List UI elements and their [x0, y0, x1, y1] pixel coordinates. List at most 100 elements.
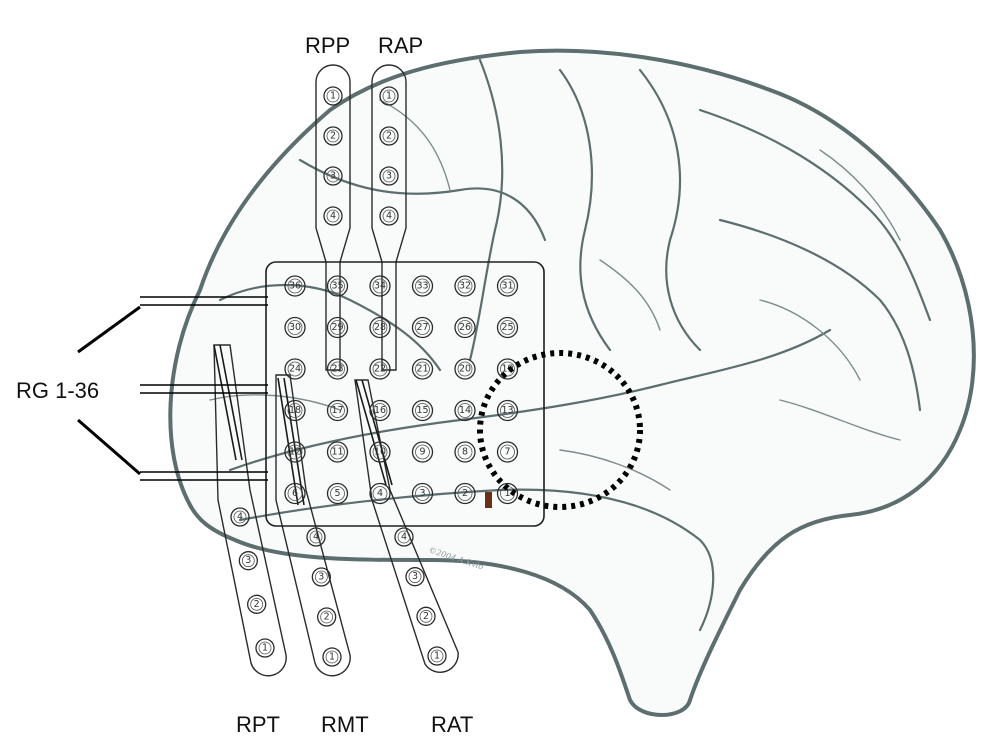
strip-rpt-contact: 4 — [230, 507, 250, 527]
grid-contact: 30 — [284, 316, 306, 339]
central-sulcus — [558, 68, 612, 352]
strip-rap-contact-number: 2 — [386, 131, 392, 142]
grid-contact: 24 — [284, 358, 306, 380]
grid-contact: 12 — [284, 441, 306, 463]
rat-lead-line-2 — [361, 379, 393, 486]
grid-contact-number: 24 — [289, 364, 301, 375]
occipital-sulcus — [218, 283, 442, 372]
frontal-sulcus-upper — [698, 108, 932, 322]
grid-contact-number: 18 — [289, 405, 301, 416]
grid-contact: 9 — [411, 441, 434, 463]
strip-rpt-contact: 3 — [238, 551, 258, 571]
grid-contact: 31 — [496, 275, 519, 297]
grid-contact: 28 — [369, 316, 391, 339]
strip-rpp-contact: 4 — [323, 206, 343, 226]
grid-contact-number: 6 — [292, 488, 298, 499]
grid-contact: 33 — [411, 275, 434, 297]
strip-rat-contact: 4 — [394, 527, 414, 547]
grid-contact: 7 — [496, 441, 519, 463]
grid-contact-number: 34 — [374, 281, 386, 292]
grid-contact-number: 7 — [504, 447, 510, 458]
grid-contact-number: 13 — [501, 405, 513, 416]
grid-contact-number: 16 — [374, 405, 386, 416]
grid-contact: 6 — [284, 482, 306, 505]
strip-rap-contact: 2 — [379, 126, 399, 146]
grid-contact: 4 — [369, 482, 391, 505]
grid-contact-number: 27 — [416, 322, 428, 333]
label-rmt: RMT — [321, 712, 369, 737]
grid-contact-number: 2 — [462, 488, 468, 499]
strip-rpt-contact-number: 2 — [254, 599, 260, 610]
strip-rpt-outline — [213, 344, 287, 677]
strip-rmt-outline — [275, 374, 351, 677]
grid-contact: 29 — [326, 316, 349, 339]
grid-contact: 17 — [326, 399, 349, 422]
grid-contact: 21 — [411, 358, 434, 380]
grid-contact-number: 25 — [501, 322, 513, 333]
grid-contact-number: 31 — [501, 281, 513, 292]
label-rap: RAP — [378, 33, 423, 58]
strip-rap-outline — [371, 64, 407, 371]
grid-contact-number: 10 — [374, 447, 386, 458]
label-rg-grid: RG 1-36 — [16, 378, 99, 403]
grid-lead-wires — [77, 296, 268, 481]
rat-lead-line-1 — [355, 379, 387, 486]
grid-contact-number: 14 — [459, 405, 471, 416]
strip-rpt-contact: 2 — [247, 594, 267, 614]
grid-contact-number: 4 — [377, 488, 383, 499]
postcentral-sulcus — [468, 58, 504, 362]
strip-rpp-contact: 2 — [323, 126, 343, 146]
label-rat: RAT — [431, 712, 473, 737]
strip-rmt-contact-number: 2 — [324, 612, 330, 623]
grid-contact-number: 30 — [289, 322, 301, 333]
strip-rmt-contact: 1 — [322, 647, 342, 667]
grid-contact: 13 — [496, 399, 519, 422]
grid-contact: 15 — [411, 399, 434, 422]
gyrus-detail-6 — [559, 449, 671, 491]
temporal-sulcus — [238, 488, 715, 632]
gyrus-detail-2 — [779, 399, 901, 441]
grid-orientation-marker — [485, 492, 492, 508]
strip-rmt-contact: 4 — [306, 527, 326, 547]
grid-contact: 34 — [369, 275, 391, 297]
strip-rat-contact: 3 — [405, 567, 425, 587]
grid-contact: 26 — [454, 316, 476, 339]
region-of-interest-circle — [477, 350, 643, 510]
grid-contact: 8 — [454, 441, 476, 463]
grid-contact: 32 — [454, 275, 476, 297]
grid-contact-number: 35 — [331, 281, 343, 292]
grid-contact-number: 3 — [419, 488, 425, 499]
gyrus-detail-3 — [599, 259, 661, 331]
grid-contact: 35 — [326, 275, 349, 297]
gyrus-detail-1 — [759, 299, 861, 381]
strip-rat-contact-number: 1 — [434, 651, 440, 662]
strip-rat-contact-number: 3 — [412, 571, 418, 582]
frontal-sulcus-lower — [718, 218, 922, 412]
grid-contact-number: 19 — [501, 364, 513, 375]
grid-contact-number: 20 — [459, 364, 471, 375]
strip-rpp-outline — [315, 64, 351, 371]
strip-rat-contact: 1 — [427, 646, 447, 666]
brain-outline — [168, 48, 976, 717]
strip-rpp-contact: 1 — [323, 86, 343, 106]
strip-rpp-contact: 3 — [323, 166, 343, 186]
grid-contact-number: 26 — [459, 322, 471, 333]
strip-rpp-contact-number: 1 — [330, 91, 336, 102]
grid-contact-number: 29 — [331, 322, 343, 333]
grid-contact-number: 5 — [334, 488, 340, 499]
grid-contact-number: 28 — [374, 322, 386, 333]
grid-contact: 25 — [496, 316, 519, 339]
label-rpt: RPT — [236, 712, 280, 737]
brain-illustration: ©2004 A.Kvlo — [168, 48, 976, 717]
precentral-sulcus — [638, 68, 702, 352]
strip-rap-contact: 3 — [379, 166, 399, 186]
grid-contact-number: 11 — [331, 447, 343, 458]
strip-rmt-contact-number: 3 — [318, 572, 324, 583]
strip-rpp-contact-number: 4 — [330, 211, 336, 222]
grid-contact: 20 — [454, 358, 476, 380]
strip-rmt-contact-number: 1 — [329, 652, 335, 663]
grid-contact: 14 — [454, 399, 476, 422]
strip-rap-contact-number: 1 — [386, 91, 392, 102]
